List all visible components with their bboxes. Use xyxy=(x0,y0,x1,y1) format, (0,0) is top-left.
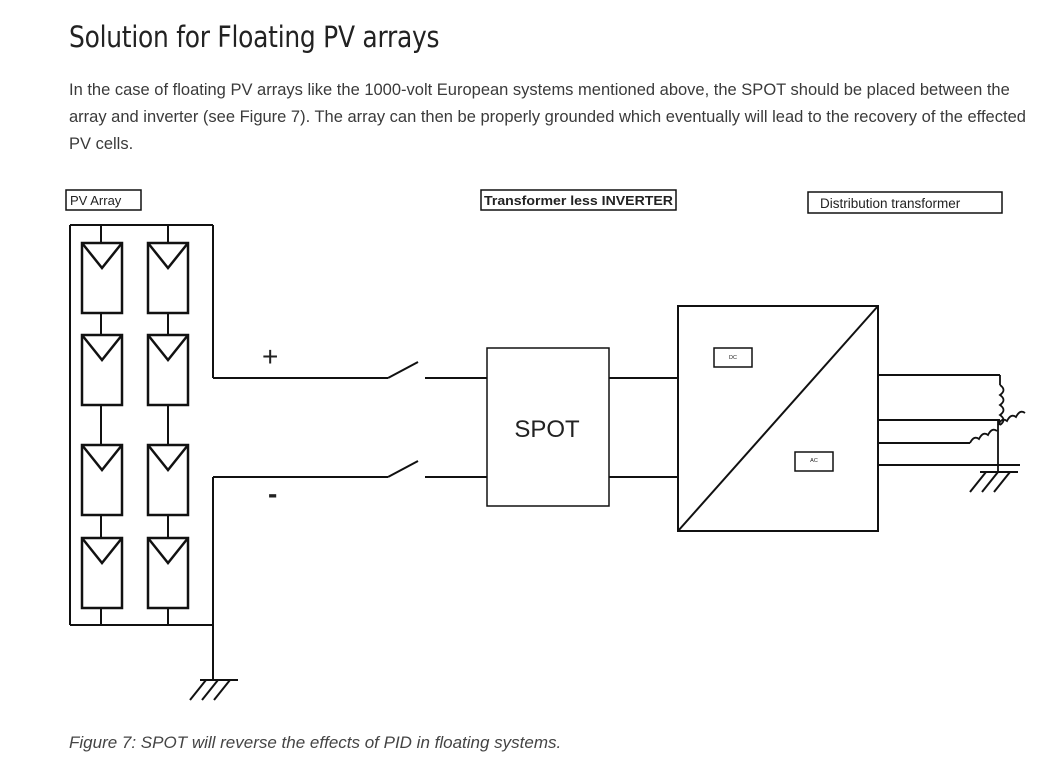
ac-label-box xyxy=(794,451,834,472)
dc-switch-positive xyxy=(387,361,419,379)
ground-symbol-right xyxy=(969,471,1018,493)
dc-label: DC xyxy=(729,355,737,361)
negative-sign: - xyxy=(268,478,277,509)
inverter-label: Transformer less INVERTER xyxy=(484,193,674,208)
inverter-box xyxy=(677,305,879,532)
pv-array-label-box xyxy=(65,189,142,211)
article-heading: Solution for Floating PV arrays xyxy=(69,20,440,54)
ac-label: AC xyxy=(810,458,818,464)
dc-label-box xyxy=(713,347,753,368)
ground-symbol-left xyxy=(189,679,238,701)
inverter-label-box xyxy=(480,189,677,211)
transformer-winding xyxy=(969,375,1026,472)
distribution-label-box xyxy=(807,191,1003,214)
figure-7-diagram: PV Array Transformer less INVERTER Distr… xyxy=(65,189,1026,701)
distribution-label: Distribution transformer xyxy=(820,196,961,211)
article-intro: In the case of floating PV arrays like t… xyxy=(69,81,1026,153)
spot-label: SPOT xyxy=(514,416,580,443)
figure-caption: Figure 7: SPOT will reverse the effects … xyxy=(69,733,562,752)
pv-module xyxy=(80,241,124,610)
spot-device xyxy=(486,347,610,507)
pv-module xyxy=(146,241,190,610)
dc-switch-negative xyxy=(387,460,419,478)
pv-array-label: PV Array xyxy=(70,193,122,208)
positive-sign: + xyxy=(262,341,278,372)
